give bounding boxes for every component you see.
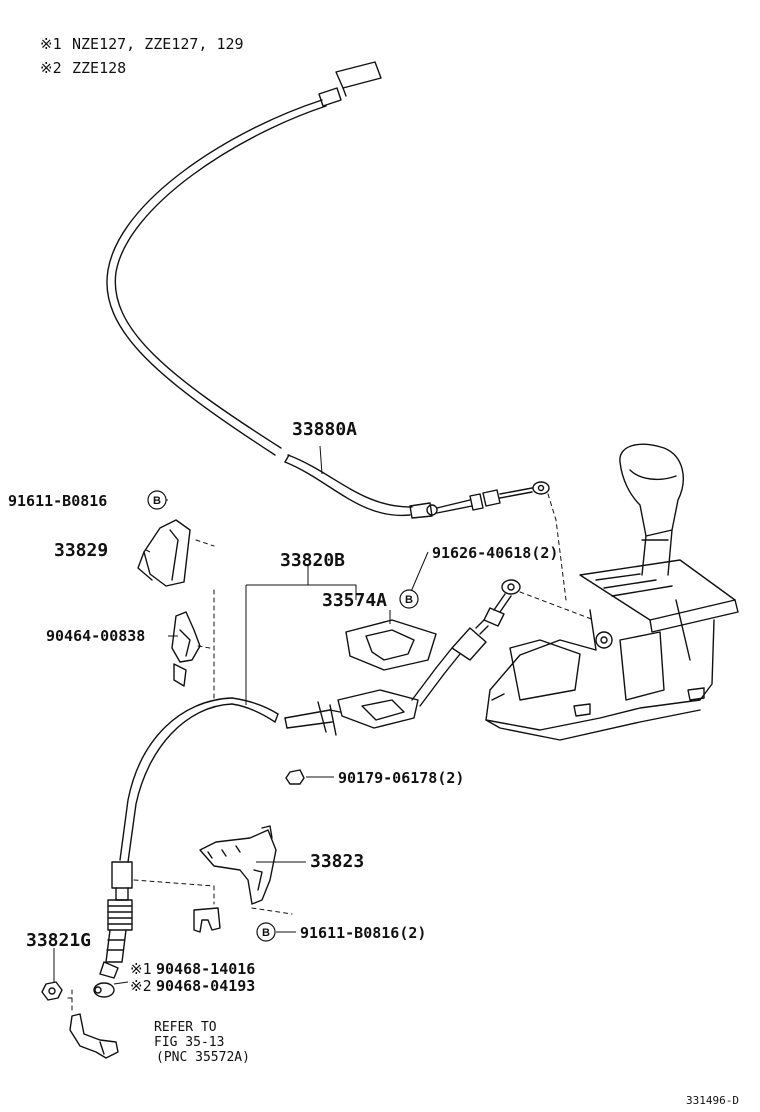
clip-90468 bbox=[193, 907, 221, 933]
refer-line-3: (PNC 35572A) bbox=[156, 1050, 250, 1065]
note-mark-2: ※2 bbox=[40, 59, 62, 77]
shift-cable-lower bbox=[93, 579, 521, 998]
label-33829: 33829 bbox=[54, 540, 108, 561]
part-labels: 33880A 91611-B0816 33829 33820B 91626-40… bbox=[8, 419, 558, 995]
callout-b-top: B bbox=[147, 490, 167, 510]
label-90468-14016: 90468-14016 bbox=[156, 960, 255, 978]
label-33574A: 33574A bbox=[322, 590, 387, 611]
model-notes: ※1 NZE127, ZZE127, 129 ※2 ZZE128 bbox=[40, 35, 244, 77]
callout-b-mid: B bbox=[399, 589, 419, 609]
label-91611-top: 91611-B0816 bbox=[8, 492, 107, 510]
clip-90464 bbox=[171, 611, 201, 687]
refer-note: REFER TO FIG 35-13 (PNC 35572A) bbox=[154, 1020, 250, 1065]
cable-clip-33829 bbox=[137, 519, 191, 587]
ref-bracket bbox=[69, 1013, 119, 1059]
note-text-1: NZE127, ZZE127, 129 bbox=[72, 35, 244, 53]
note-text-2: ZZE128 bbox=[72, 59, 126, 77]
note-mark-1: ※1 bbox=[40, 35, 62, 53]
nut-90179 bbox=[285, 769, 305, 785]
variant-mark-1: ※1 bbox=[130, 960, 152, 978]
label-90464: 90464-00838 bbox=[46, 627, 145, 645]
svg-text:B: B bbox=[262, 927, 270, 939]
shift-lever-assembly bbox=[485, 443, 739, 741]
callout-b-bottom: B bbox=[256, 922, 276, 942]
drawing-number: 331496-D bbox=[686, 1094, 739, 1107]
label-33821G: 33821G bbox=[26, 930, 91, 951]
label-33823: 33823 bbox=[310, 851, 364, 872]
retainer-plate bbox=[345, 619, 437, 671]
bracket-33823 bbox=[199, 825, 277, 905]
shift-cable-upper bbox=[106, 61, 550, 519]
line-drawing bbox=[41, 61, 739, 1059]
label-91626: 91626-40618(2) bbox=[432, 544, 558, 562]
refer-line-2: FIG 35-13 bbox=[154, 1035, 224, 1050]
label-33880A: 33880A bbox=[292, 419, 357, 440]
svg-text:B: B bbox=[405, 594, 413, 606]
refer-line-1: REFER TO bbox=[154, 1020, 217, 1035]
variant-mark-2: ※2 bbox=[130, 977, 152, 995]
label-90468-04193: 90468-04193 bbox=[156, 977, 255, 995]
label-33820B: 33820B bbox=[280, 550, 345, 571]
alignment-lines bbox=[67, 493, 595, 1013]
svg-text:B: B bbox=[153, 495, 161, 507]
label-90179: 90179-06178(2) bbox=[338, 769, 464, 787]
nut-33821G bbox=[41, 981, 63, 1001]
label-91611-bottom: 91611-B0816(2) bbox=[300, 924, 426, 942]
